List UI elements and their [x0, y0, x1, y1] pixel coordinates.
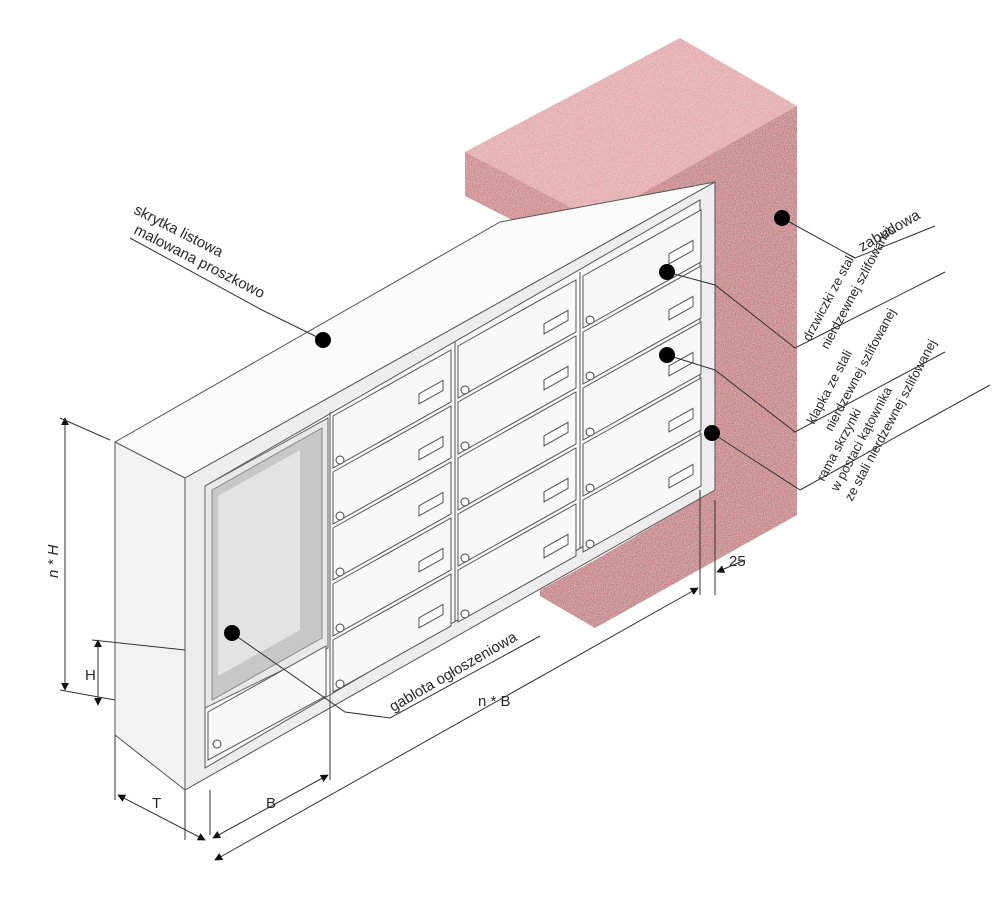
letter-slot: [418, 547, 444, 573]
compartment-door: [457, 447, 577, 567]
letter-slot: [543, 421, 569, 447]
compartment-door: [332, 349, 452, 469]
lock-icon: [212, 739, 222, 749]
lock-icon: [335, 511, 345, 521]
brick-top-face: [465, 38, 797, 220]
letter-slot: [543, 533, 569, 559]
dot-frame: [704, 425, 720, 441]
lock-icon: [585, 427, 595, 437]
compartment-door: [457, 279, 577, 399]
letter-slot: [418, 491, 444, 517]
lock-icon: [460, 553, 470, 563]
lock-icon: [335, 567, 345, 577]
lock-icon: [585, 483, 595, 493]
dim-H: H: [85, 667, 96, 684]
compartment-door: [332, 405, 452, 525]
letter-slot: [668, 463, 694, 489]
dim-T: T: [152, 795, 161, 812]
compartment-door: [582, 265, 702, 385]
dim-nH: n * H: [45, 544, 62, 578]
letter-slot: [543, 477, 569, 503]
dimension-labels: n * H H T B n * B 25: [45, 544, 746, 812]
lock-icon: [585, 539, 595, 549]
compartment-door: [582, 377, 702, 497]
letter-slot: [668, 239, 694, 265]
compartment-door: [457, 391, 577, 511]
lock-icon: [585, 371, 595, 381]
lock-icon: [460, 385, 470, 395]
dot-enclosure: [774, 210, 790, 226]
letter-slot: [418, 379, 444, 405]
dim-B: B: [266, 795, 276, 812]
dot-showcase: [224, 625, 240, 641]
compartment-door: [332, 461, 452, 581]
letter-slot: [543, 309, 569, 335]
dot-door: [659, 264, 675, 280]
lock-icon: [335, 679, 345, 689]
lock-icon: [335, 623, 345, 633]
brick-side-face: [595, 106, 797, 628]
box-side: [114, 441, 186, 792]
lock-icon: [585, 315, 595, 325]
letter-slot: [668, 295, 694, 321]
dim-nB: n * B: [478, 693, 511, 710]
lock-icon: [460, 497, 470, 507]
compartment-door: [582, 433, 702, 553]
lock-icon: [335, 455, 345, 465]
dimension-lines: [59, 417, 746, 861]
letter-slot: [543, 365, 569, 391]
dim-edge: 25: [729, 553, 746, 570]
dot-powder: [315, 332, 331, 348]
lock-icon: [460, 609, 470, 619]
letter-slot: [668, 407, 694, 433]
dot-flap: [659, 347, 675, 363]
compartment-door: [582, 209, 702, 329]
letter-slot: [668, 351, 694, 377]
lock-icon: [460, 441, 470, 451]
compartment-door: [457, 335, 577, 455]
letter-slot: [418, 435, 444, 461]
